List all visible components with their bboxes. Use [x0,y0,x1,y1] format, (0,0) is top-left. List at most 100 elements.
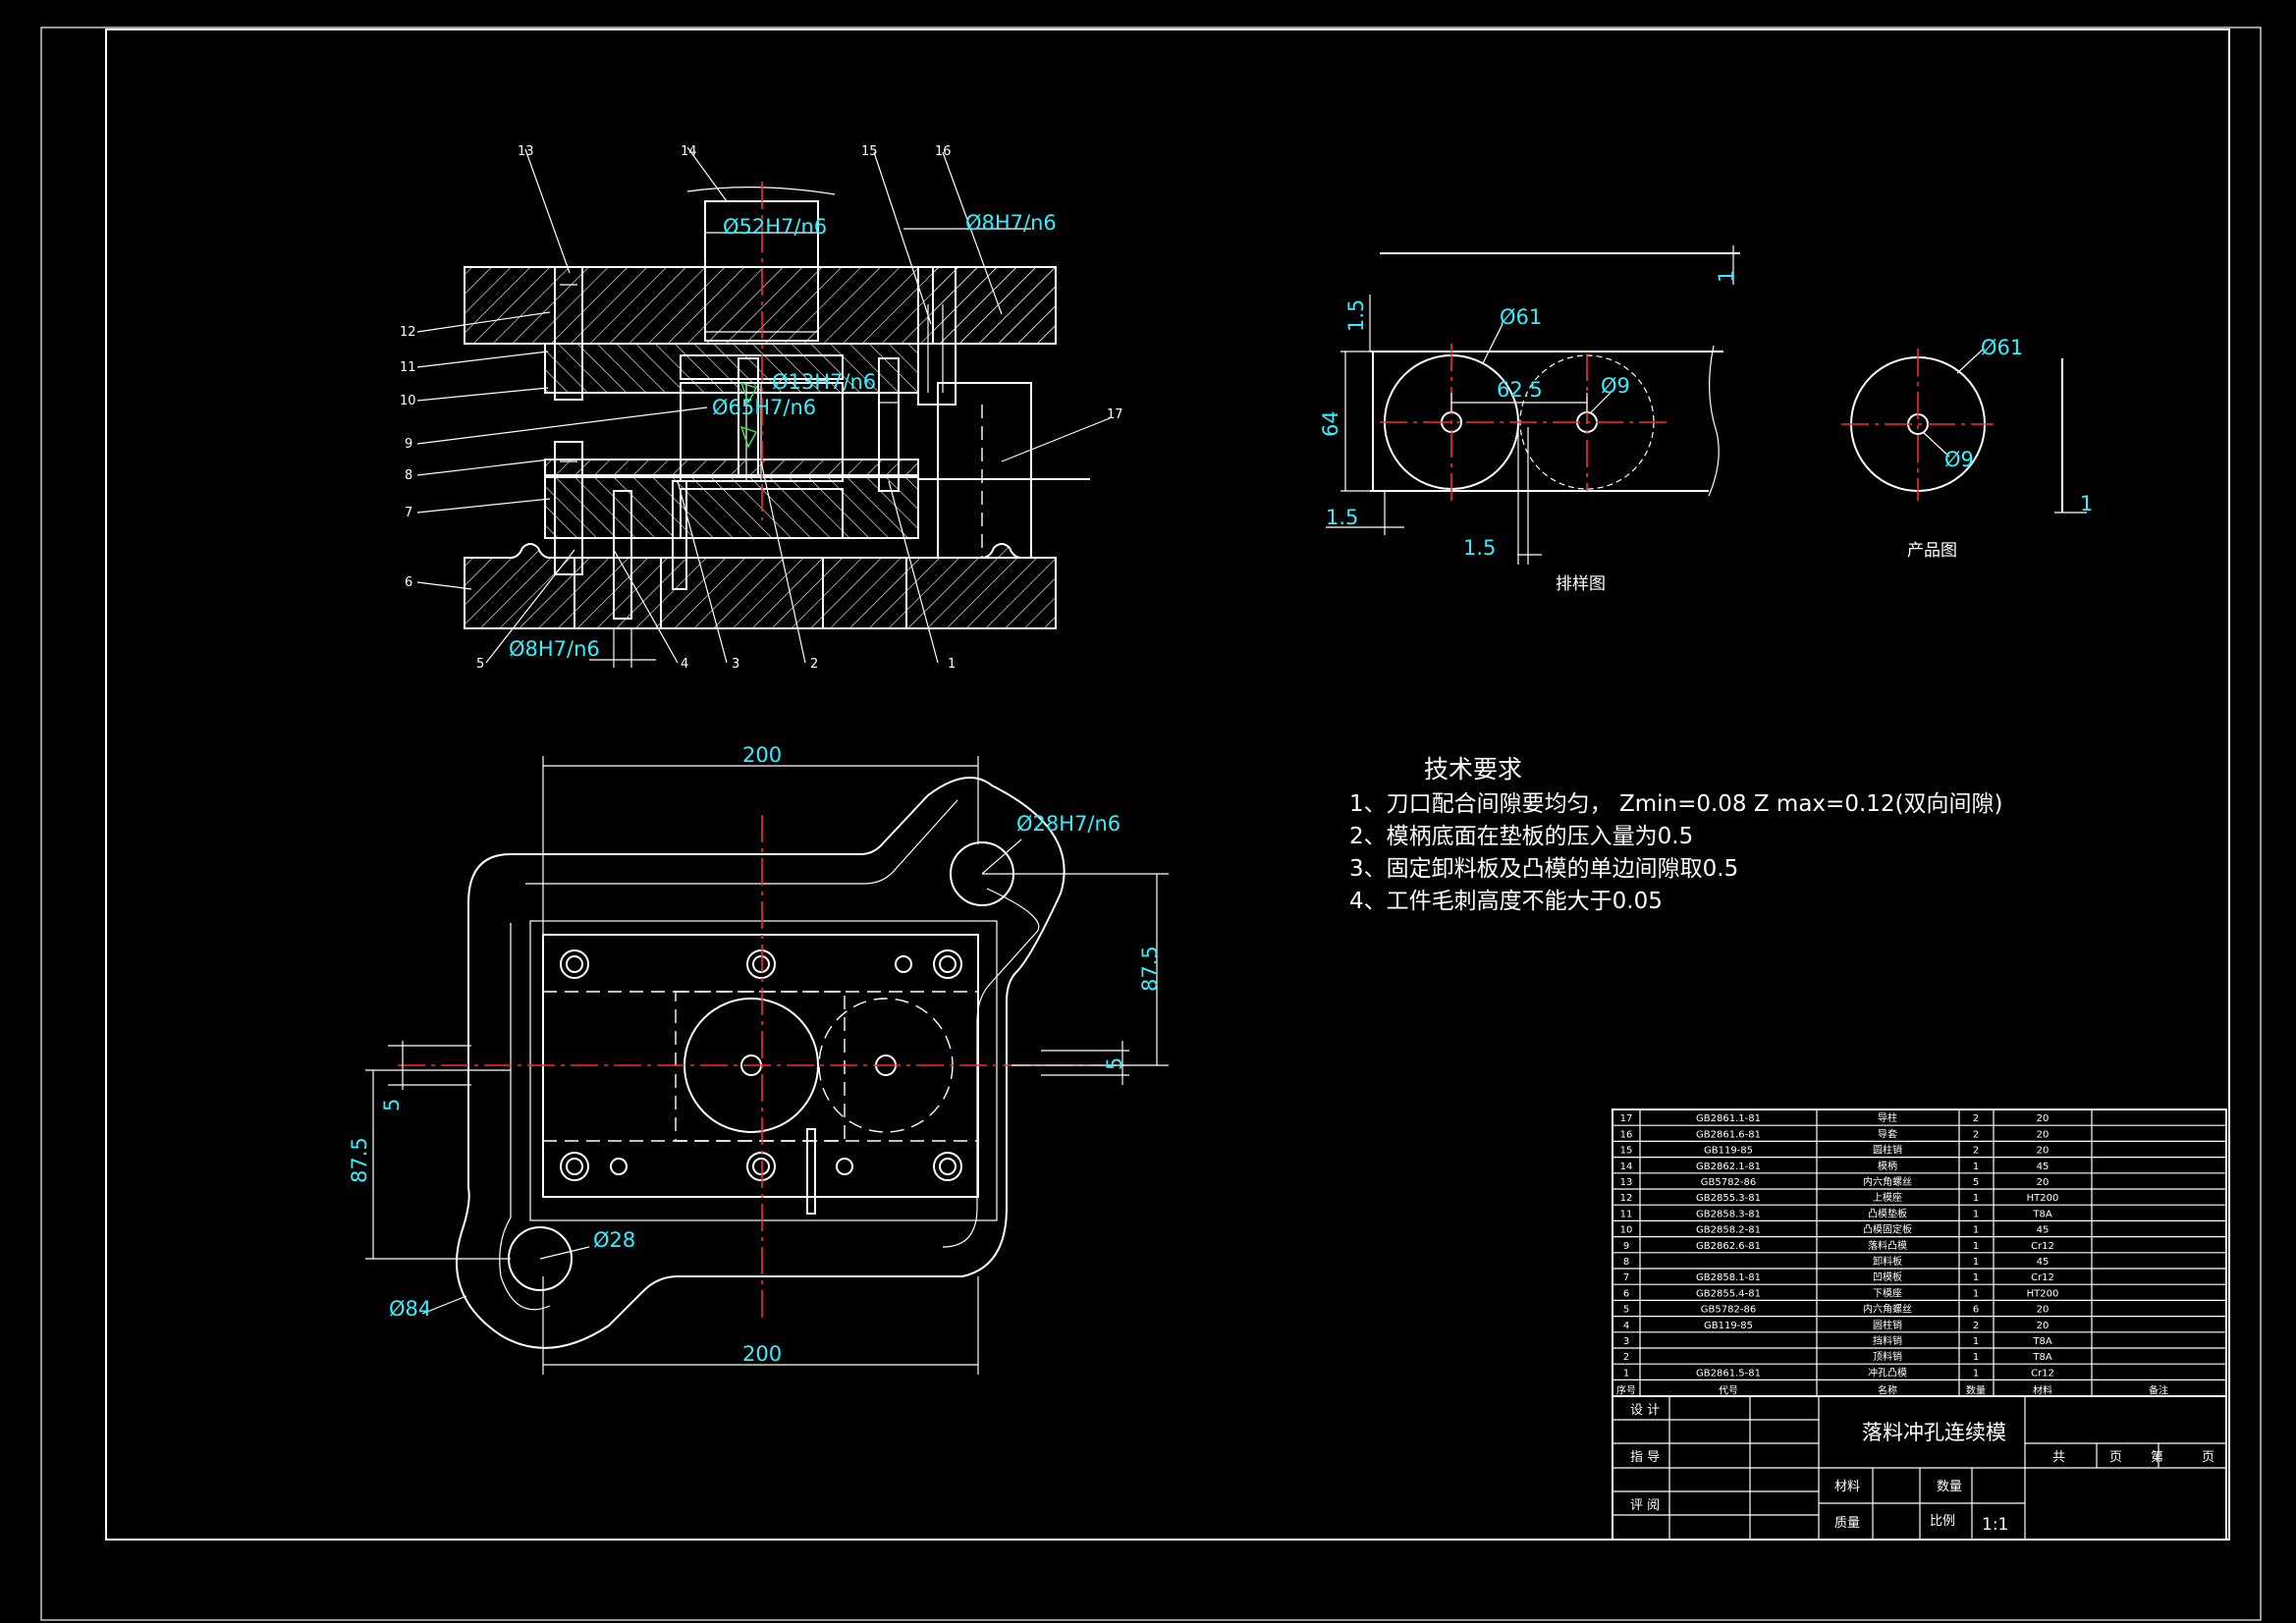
bom-cell-code: GB2858.1-81 [1696,1272,1761,1283]
bom-cell-mat: 20 [2037,1129,2050,1140]
label-material: 材料 [1834,1480,1860,1494]
bom-cell-qty: 1 [1973,1241,1979,1252]
dim-offset-right: 5 [1103,1057,1126,1070]
bom-cell-no: 7 [1623,1272,1629,1283]
fit-pin-lower: Ø8H7/n6 [509,637,600,661]
bom-cell-qty: 6 [1973,1305,1979,1316]
strip-pitch: 62.5 [1497,378,1543,402]
bom-cell-mat: 45 [2037,1162,2050,1172]
strip-dia-hole: Ø9 [1601,374,1630,398]
bom-cell-name: 导柱 [1878,1111,1897,1124]
part-label-10: 10 [400,394,416,408]
part-label-12: 12 [400,325,416,340]
part-label-15: 15 [861,144,878,159]
bom-cell-qty: 1 [1973,1368,1979,1379]
requirements-title: 技术要求 [1424,755,1522,784]
bom-cell-mat: 20 [2037,1113,2050,1124]
technical-requirements: 技术要求 1、刀口配合间隙要均匀， Zmin=0.08 Z max=0.12(双… [1349,755,2002,914]
bom-cell-no: 12 [1620,1193,1633,1204]
bom-cell-mat: 20 [2037,1146,2050,1157]
bom-cell-no: 3 [1623,1336,1629,1347]
label-quantity: 数量 [1937,1480,1962,1494]
bom-header-code: 代号 [1719,1385,1738,1397]
bom-cell-mat: Cr12 [2031,1368,2054,1379]
label-page: 第 [2151,1450,2163,1465]
strip-edge-top: 1.5 [1344,299,1368,332]
bom-cell-name: 冲孔凸模 [1868,1366,1907,1379]
bom-cell-mat: HT200 [2027,1193,2059,1204]
product-title: 产品图 [1907,541,1957,561]
strip-thickness: 1 [1715,270,1738,283]
part-label-17: 17 [1107,407,1123,422]
fit-punch-small: Ø13H7/n6 [772,370,876,394]
product-dia-inner: Ø9 [1944,448,1974,471]
label-review: 评 阅 [1630,1498,1660,1513]
bom-cell-mat: T8A [2032,1352,2051,1363]
bom-cell-mat: 45 [2037,1225,2050,1236]
strip-dia-blank: Ø61 [1500,305,1542,329]
bom-cell-name: 凸模垫板 [1868,1207,1907,1219]
bom-cell-qty: 1 [1973,1209,1979,1219]
drawing-name: 落料冲孔连续模 [1862,1421,2006,1444]
bom-cell-code: GB2862.1-81 [1696,1162,1761,1172]
bom-header-no: 序号 [1616,1384,1636,1397]
bom-cell-name: 凸模固定板 [1863,1223,1912,1236]
part-label-4: 4 [681,657,688,672]
bom-cell-code: GB2861.6-81 [1696,1129,1761,1140]
bom-cell-name: 下模座 [1873,1286,1902,1299]
bom-cell-name: 圆柱销 [1873,1144,1902,1157]
bom-cell-no: 15 [1620,1146,1633,1157]
part-label-14: 14 [681,144,697,159]
bom-cell-no: 2 [1623,1352,1629,1363]
dim-width-top: 200 [742,743,782,767]
bom-cell-no: 17 [1620,1113,1633,1124]
outer-border [40,27,2262,1621]
bom-cell-mat: Cr12 [2031,1241,2054,1252]
strip-layout-title: 排样图 [1556,574,1606,594]
dim-radius-outer: Ø84 [389,1297,431,1321]
title-block: 落料冲孔连续模 设 计 指 导 评 阅 材料 数量 质量 比例 1:1 共 页 … [1612,1395,2227,1541]
part-label-9: 9 [405,437,412,452]
strip-width: 64 [1319,410,1342,437]
part-label-2: 2 [810,657,818,672]
requirement-1: 1、刀口配合间隙要均匀， Zmin=0.08 Z max=0.12(双向间隙) [1349,791,2002,817]
bom-cell-mat: T8A [2032,1336,2051,1347]
part-leaders [416,146,1111,664]
bom-cell-mat: HT200 [2027,1288,2059,1299]
bom-cell-code: GB2861.5-81 [1696,1368,1761,1379]
part-label-16: 16 [935,144,952,159]
inner-border [105,28,2230,1541]
bom-cell-name: 模柄 [1878,1160,1897,1172]
product-dia-outer: Ø61 [1981,336,2023,359]
plan-view: 200 200 Ø28H7/n6 Ø28 Ø84 87.5 5 87.5 5 [348,743,1169,1375]
bom-cell-code: GB5782-86 [1701,1305,1756,1316]
bom-cell-no: 10 [1620,1225,1633,1236]
label-design: 设 计 [1630,1403,1660,1418]
part-label-5: 5 [476,657,484,672]
bom-cell-qty: 1 [1973,1225,1979,1236]
bom-header-name: 名称 [1878,1384,1897,1397]
bom-cell-qty: 2 [1973,1113,1979,1124]
bom-cell-qty: 2 [1973,1321,1979,1331]
fit-shank: Ø52H7/n6 [723,215,827,239]
bom-cell-name: 内六角螺丝 [1863,1303,1912,1316]
bom-cell-no: 4 [1623,1321,1629,1331]
dim-height-left: 87.5 [348,1137,371,1183]
bom-cell-mat: T8A [2032,1209,2051,1219]
bom-cell-code: GB2855.3-81 [1696,1193,1761,1204]
assembly-section-view: 13 14 15 16 17 12 11 10 9 8 7 6 5 4 3 2 … [400,144,1123,672]
bom-cell-qty: 2 [1973,1129,1979,1140]
part-label-3: 3 [732,657,739,672]
bom-cell-no: 14 [1620,1162,1633,1172]
part-label-11: 11 [400,360,416,375]
bom-cell-mat: 20 [2037,1321,2050,1331]
label-scale: 比例 [1930,1514,1955,1529]
dim-hole-lower: Ø28 [593,1228,635,1252]
label-total: 共 [2052,1450,2065,1465]
bom-cell-name: 凹模板 [1873,1271,1902,1283]
bom-cell-qty: 1 [1973,1272,1979,1283]
strip-edge-bottom: 1.5 [1463,536,1496,560]
bom-cell-qty: 1 [1973,1257,1979,1268]
